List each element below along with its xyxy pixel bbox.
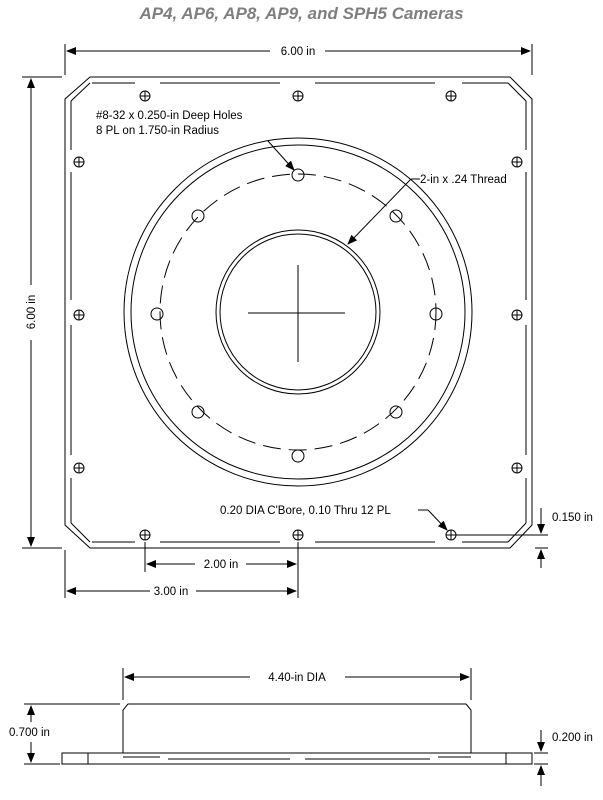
plate-outline [64, 76, 533, 549]
thread-outer-circle [215, 229, 381, 395]
boss-outer-circle [123, 137, 473, 487]
holes-note-line2: 8 PL on 1.750-in Radius [96, 125, 219, 137]
tapped-hole [389, 405, 403, 419]
cbore-note: 0.20 DIA C'Bore, 0.10 Thru 12 PL [220, 505, 448, 531]
thread-note: 2-in x .24 Thread [347, 174, 507, 245]
thread-inner-circle [219, 233, 377, 391]
cbore-hole [73, 309, 85, 321]
thread-note-label: 2-in x .24 Thread [420, 174, 507, 186]
cbore-hole [139, 90, 151, 102]
dim-total-height-label: 0.700 in [9, 727, 50, 739]
cbore-holes [73, 90, 523, 541]
tapped-hole [291, 168, 305, 182]
tapped-hole [389, 209, 403, 223]
center-cross [248, 265, 345, 362]
dim-boss-diameter-label: 4.40-in DIA [268, 672, 326, 684]
boss-profile [122, 703, 472, 753]
cbore-hole [292, 529, 304, 541]
cbore-hole [445, 90, 457, 102]
dim-boss-diameter: 4.40-in DIA [122, 668, 472, 700]
holes-note: #8-32 x 0.250-in Deep Holes 8 PL on 1.75… [96, 110, 295, 171]
top-view: 6.00 in 6.00 in #8-32 x 0.250-in Deep Ho… [22, 44, 593, 598]
dim-height-left-label: 6.00 in [26, 295, 38, 330]
tapped-holes [150, 168, 443, 463]
cbore-hole [73, 462, 85, 474]
tapped-hole [150, 307, 164, 321]
tapped-hole [291, 449, 305, 463]
dim-total-height: 0.700 in [9, 703, 120, 765]
tapped-hole [191, 405, 205, 419]
cbore-hole [139, 529, 151, 541]
plate-profile-lines [87, 753, 507, 764]
boss-inner-circle [130, 144, 466, 480]
dim-center-offset: 3.00 in [64, 550, 297, 598]
dim-plate-thickness-label: 0.200 in [552, 732, 593, 744]
plate-profile [61, 752, 533, 765]
plate-edge-lines [70, 82, 527, 543]
cbore-hole [511, 309, 523, 321]
cbore-note-label: 0.20 DIA C'Bore, 0.10 Thru 12 PL [220, 505, 391, 517]
dim-center-offset-label: 3.00 in [154, 586, 189, 598]
dim-width-top: 6.00 in [64, 44, 533, 75]
cbore-hole [292, 90, 304, 102]
plate-hidden-lines [123, 756, 471, 760]
dim-hole-spacing-label: 2.00 in [204, 559, 239, 571]
tapped-hole [429, 307, 443, 321]
side-view: 4.40-in DIA 0.700 in 0.200 in [9, 668, 593, 786]
dim-hole-spacing: 2.00 in [144, 542, 299, 598]
dim-height-left: 6.00 in [22, 76, 62, 549]
cbore-hole [445, 529, 457, 541]
cbore-hole [511, 462, 523, 474]
holes-note-line1: #8-32 x 0.250-in Deep Holes [96, 110, 243, 122]
dim-plate-thickness: 0.200 in [534, 730, 593, 786]
cbore-hole [73, 156, 85, 168]
dim-width-top-label: 6.00 in [281, 46, 316, 58]
drawing-title: AP4, AP6, AP8, AP9, and SPH5 Cameras [139, 4, 464, 23]
cbore-hole [511, 156, 523, 168]
dim-edge-offset: 0.150 in [455, 508, 593, 568]
tapped-hole [191, 209, 205, 223]
dim-edge-offset-label: 0.150 in [552, 512, 593, 524]
